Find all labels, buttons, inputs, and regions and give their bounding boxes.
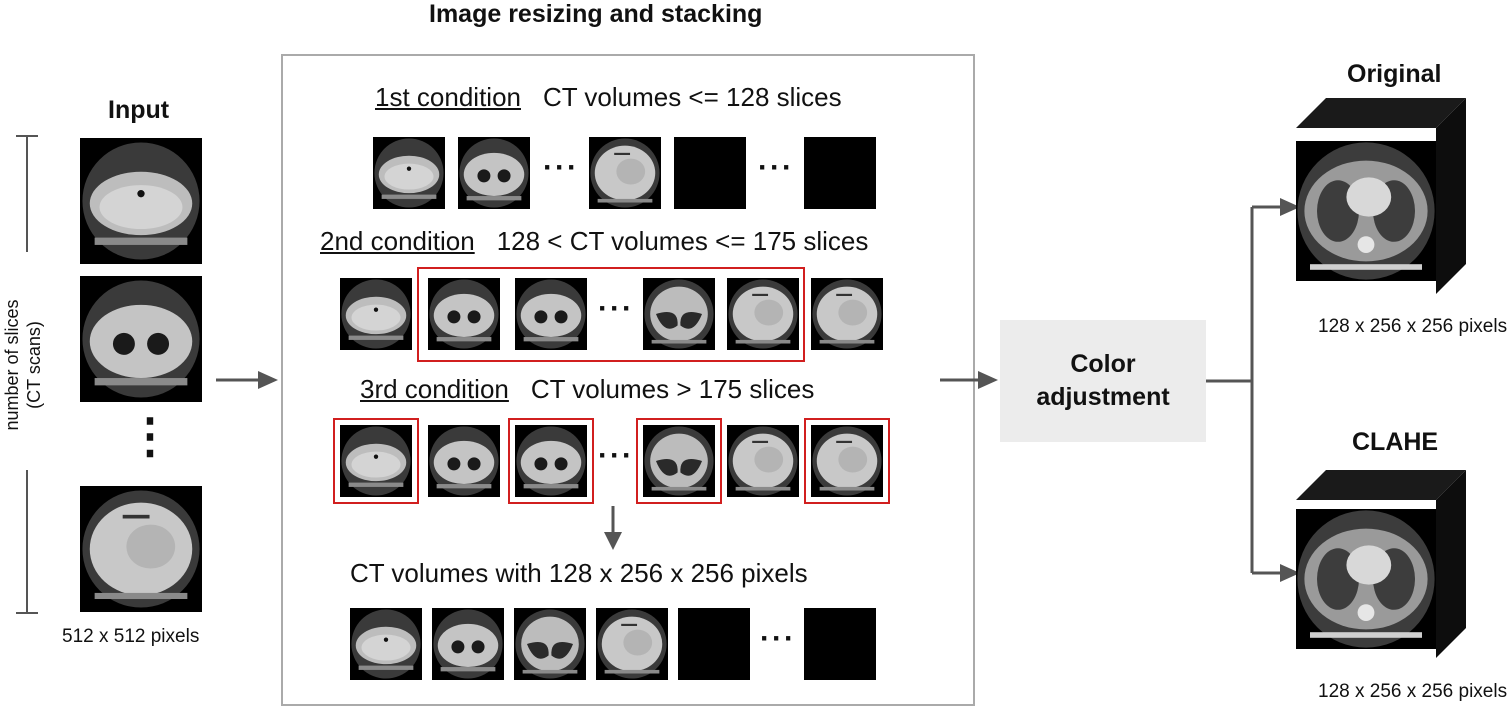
cond2-slice-3 <box>515 278 587 350</box>
cond3-slice-4 <box>643 425 715 497</box>
slice-axis-label-line1: number of slices <box>2 299 22 431</box>
condition-3-text: CT volumes > 175 slices <box>530 374 815 404</box>
output-padding-slice-1 <box>678 608 750 680</box>
output-volume-text: CT volumes with 128 x 256 x 256 pixels <box>350 558 808 588</box>
cond3-ellipsis: ··· <box>598 439 634 472</box>
arrow-stacking-to-color <box>940 371 998 389</box>
output-padding-slice-2 <box>804 608 876 680</box>
cond3-slice-5 <box>727 425 799 497</box>
clahe-size-label: 128 x 256 x 256 pixels <box>1318 681 1507 702</box>
condition-1-name: 1st condition <box>375 82 521 112</box>
condition-3-heading: 3rd condition CT volumes > 175 slices <box>360 374 814 405</box>
color-adjustment-line2: adjustment <box>1036 383 1170 411</box>
input-ct-slice-1 <box>80 138 202 264</box>
cond3-selection-box-2 <box>508 418 594 504</box>
slice-axis-bracket <box>16 135 38 614</box>
original-ct-volume <box>1296 98 1466 294</box>
cond3-slice-6 <box>811 425 883 497</box>
condition-1-text: CT volumes <= 128 slices <box>542 82 842 112</box>
cond2-slice-2 <box>428 278 500 350</box>
cond1-slice-1 <box>373 137 445 209</box>
clahe-ct-volume <box>1296 470 1466 658</box>
cond1-ellipsis-2: ··· <box>758 151 794 184</box>
cond3-slice-3 <box>515 425 587 497</box>
cond3-selection-box-4 <box>804 418 890 504</box>
cond2-slice-6 <box>811 278 883 350</box>
input-ct-slice-n <box>80 486 202 612</box>
original-size-label: 128 x 256 x 256 pixels <box>1318 316 1507 337</box>
input-ellipsis: ⋮ <box>126 410 174 463</box>
output-slice-2 <box>432 608 504 680</box>
arrow-input-to-stacking <box>216 371 278 389</box>
original-title: Original <box>1347 60 1442 88</box>
cond2-slice-1 <box>340 278 412 350</box>
output-slice-1 <box>350 608 422 680</box>
color-adjustment-box: Color adjustment <box>1000 320 1206 442</box>
condition-2-heading: 2nd condition 128 < CT volumes <= 175 sli… <box>320 226 868 257</box>
output-ellipsis: ··· <box>760 622 796 655</box>
cond3-slice-2 <box>428 425 500 497</box>
cond1-padding-slice-1 <box>674 137 746 209</box>
arrow-to-output-volume <box>604 506 622 550</box>
output-slice-3 <box>514 608 586 680</box>
cond2-slice-4 <box>643 278 715 350</box>
cond3-selection-box-3 <box>636 418 722 504</box>
cond1-padding-slice-2 <box>804 137 876 209</box>
input-ct-slice-2 <box>80 276 202 402</box>
slice-axis-label-line2: (CT scans) <box>24 321 44 409</box>
cond2-selection-box <box>417 267 805 362</box>
cond2-slice-5 <box>727 278 799 350</box>
arrows-color-to-outputs <box>1206 198 1300 582</box>
stacking-title: Image resizing and stacking <box>429 0 763 28</box>
condition-2-name: 2nd condition <box>320 226 475 256</box>
cond2-ellipsis: ··· <box>598 292 634 325</box>
cond1-ellipsis-1: ··· <box>543 151 579 184</box>
input-size-label: 512 x 512 pixels <box>62 626 200 647</box>
slice-axis-label: number of slices (CT scans) <box>1 250 45 480</box>
cond1-slice-2 <box>458 137 530 209</box>
condition-3-name: 3rd condition <box>360 374 509 404</box>
cond3-selection-box-1 <box>333 418 419 504</box>
cond1-slice-3 <box>589 137 661 209</box>
output-slice-4 <box>596 608 668 680</box>
color-adjustment-line1: Color <box>1070 350 1136 378</box>
input-title: Input <box>108 96 170 124</box>
clahe-title: CLAHE <box>1352 428 1439 456</box>
cond3-slice-1 <box>340 425 412 497</box>
condition-1-heading: 1st condition CT volumes <= 128 slices <box>375 82 842 113</box>
condition-2-text: 128 < CT volumes <= 175 slices <box>496 226 869 256</box>
